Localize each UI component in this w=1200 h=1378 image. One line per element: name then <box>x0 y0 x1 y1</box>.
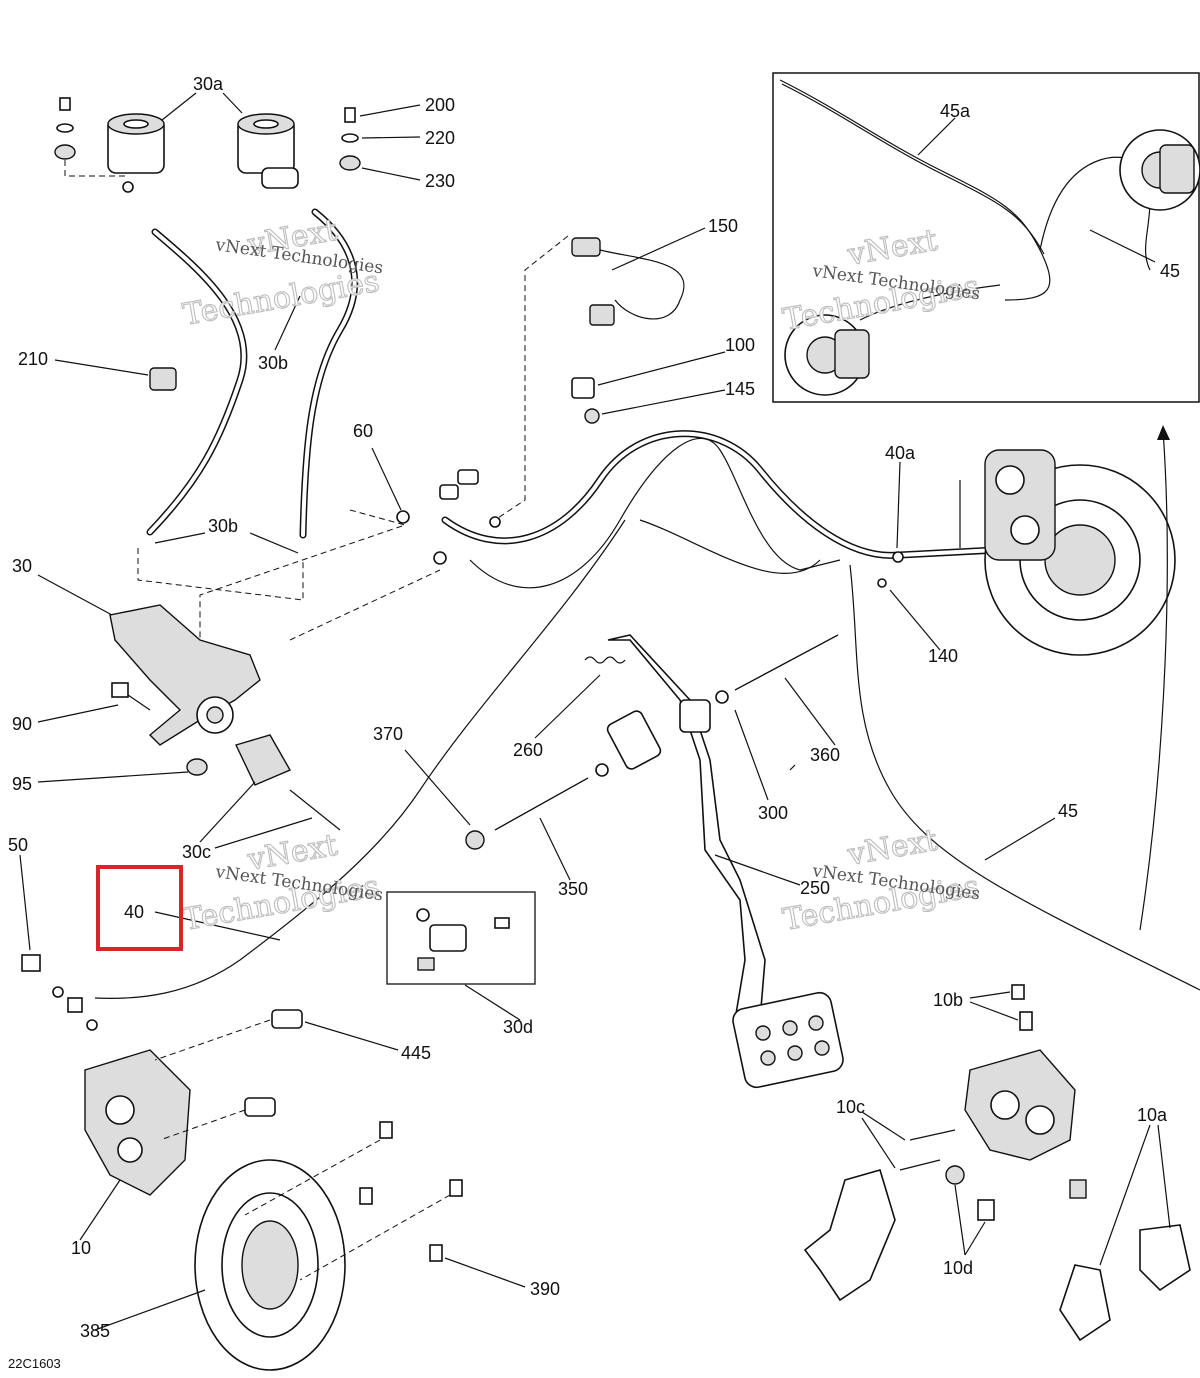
label-30c: 30c <box>182 842 211 862</box>
front-right-brake <box>877 449 1176 656</box>
label-50: 50 <box>8 835 28 855</box>
front-left-caliper-10 <box>79 1049 191 1241</box>
caliper-bolts-445 <box>154 1009 399 1141</box>
label-10d: 10d <box>943 1258 973 1278</box>
label-300: 300 <box>758 803 788 823</box>
label-385: 385 <box>80 1321 110 1341</box>
reservoir-hoses <box>64 160 359 601</box>
reservoir-left <box>107 113 165 193</box>
banjo-fittings-60 <box>199 447 501 641</box>
label-30b-top: 30b <box>258 353 288 373</box>
label-370: 370 <box>373 724 403 744</box>
label-100: 100 <box>725 335 755 355</box>
banjo-bolt-50 <box>19 854 98 1031</box>
hardware-90-95 <box>37 682 208 783</box>
reservoir-fasteners <box>54 97 421 181</box>
label-250: 250 <box>800 878 830 898</box>
label-390: 390 <box>530 1279 560 1299</box>
brake-pedal-250 <box>607 634 844 1089</box>
clamp-210 <box>54 359 177 391</box>
reservoir-right <box>237 113 299 189</box>
label-230: 230 <box>425 171 455 191</box>
diagram-code: 22C1603 <box>8 1356 61 1371</box>
inset-overview <box>772 72 1200 403</box>
brake-lines <box>94 430 1200 999</box>
watermark-top-left: vNext Technologies vNext Technologies <box>180 212 385 333</box>
label-10b: 10b <box>933 990 963 1010</box>
brake-switch-150 <box>494 227 706 521</box>
label-10c: 10c <box>836 1097 865 1117</box>
label-140: 140 <box>928 646 958 666</box>
sleeve-350 <box>404 699 711 881</box>
master-cylinder-30 <box>37 574 261 746</box>
label-150: 150 <box>708 216 738 236</box>
label-260: 260 <box>513 740 543 760</box>
rear-caliper-assembly <box>803 425 1191 1342</box>
label-200: 200 <box>425 95 455 115</box>
disc-screws-390 <box>244 1121 526 1288</box>
label-40a: 40a <box>885 443 916 463</box>
label-95: 95 <box>12 774 32 794</box>
highlight-box-label-40 <box>96 865 183 951</box>
label-210: 210 <box>18 349 48 369</box>
label-40: 40 <box>124 902 144 922</box>
label-350: 350 <box>558 879 588 899</box>
label-45a: 45a <box>940 101 971 121</box>
brake-disc-385 <box>94 1159 346 1371</box>
pushrod-boot-30c <box>199 734 341 849</box>
clevis-kit-30d <box>386 891 536 1021</box>
label-445: 445 <box>401 1043 431 1063</box>
label-360: 360 <box>810 745 840 765</box>
label-30d: 30d <box>503 1017 533 1037</box>
spring-260 <box>534 656 626 739</box>
label-60: 60 <box>353 421 373 441</box>
svg-text:vNext: vNext <box>844 823 940 873</box>
label-45: 45 <box>1058 801 1078 821</box>
pivot-bolt-360 <box>715 634 839 801</box>
label-10: 10 <box>71 1238 91 1258</box>
label-30: 30 <box>12 556 32 576</box>
label-30a: 30a <box>193 74 224 94</box>
label-45-inset: 45 <box>1160 261 1180 281</box>
label-10a: 10a <box>1137 1105 1168 1125</box>
label-220: 220 <box>425 128 455 148</box>
clip-100 <box>571 351 726 424</box>
part-labels: 30a 200 220 230 210 30b 30b 150 100 145 … <box>8 74 1180 1341</box>
label-30b-bottom: 30b <box>208 516 238 536</box>
label-90: 90 <box>12 714 32 734</box>
label-145: 145 <box>725 379 755 399</box>
svg-text:Technologies: Technologies <box>180 264 382 333</box>
